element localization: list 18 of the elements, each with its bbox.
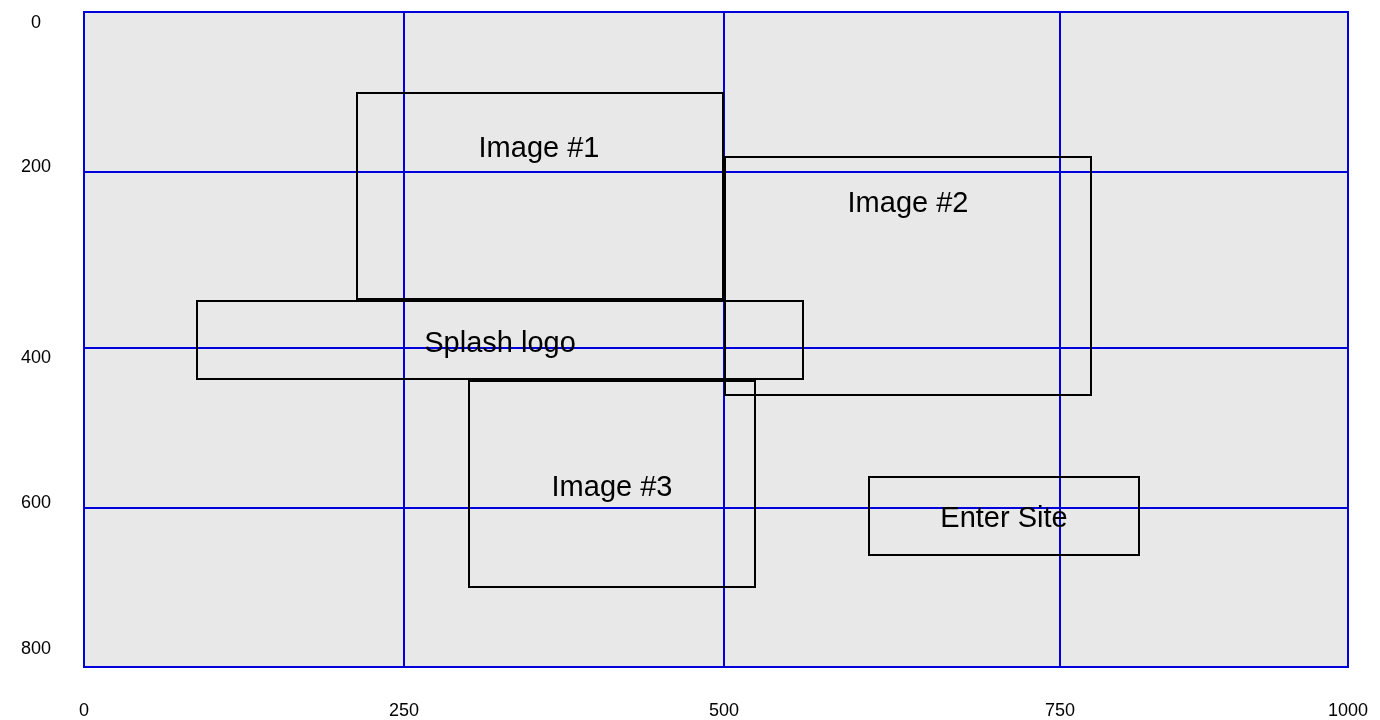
layout-box [468,380,756,588]
layout-box [724,156,1092,396]
y-axis-tick-label: 0 [31,11,41,33]
layout-box [868,476,1140,556]
x-axis-tick-label: 1000 [1328,699,1368,720]
layout-box [196,300,804,380]
box-label: Image #2 [847,187,969,219]
x-axis-tick-label: 0 [79,699,89,720]
y-axis-tick-label: 800 [21,637,51,659]
y-axis-tick-label: 200 [21,155,51,177]
y-axis-tick-label: 400 [21,346,51,368]
box-label: Image #1 [478,132,600,164]
x-axis-tick-label: 750 [1045,699,1075,720]
x-axis-tick-label: 500 [709,699,739,720]
layout-box [356,92,724,300]
x-axis-tick-label: 250 [389,699,419,720]
box-label: Image #3 [551,471,673,503]
y-axis-tick-label: 600 [21,491,51,513]
